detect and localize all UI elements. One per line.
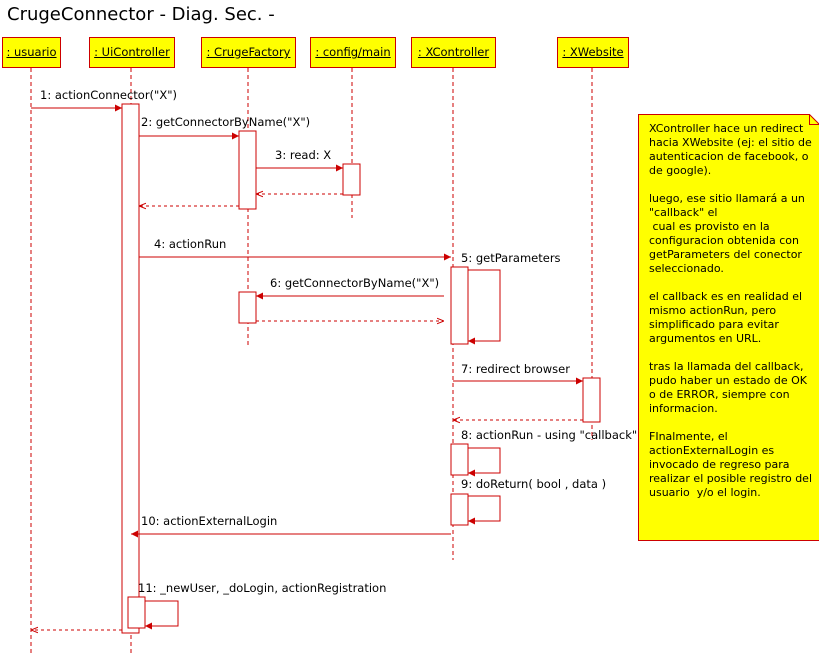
message-5-arrow [468,269,501,345]
participant-xwebsite: : XWebsite [557,37,629,68]
message-5-label: 5: getParameters [461,251,561,265]
activation-config-main [342,163,361,196]
message-8-arrow [468,447,501,477]
message-4-label: 4: actionRun [154,237,226,251]
message-7-label: 7: redirect browser [461,362,570,376]
message-11-arrow [145,600,179,630]
participant-xcontroller: : XController [411,37,496,68]
note-paragraph: luego, ese sitio llamará a un "callback"… [649,192,805,275]
participant-uicontroller: : UiController [89,37,175,68]
activation-crugefactory-2 [238,291,257,324]
activation-uicontroller [121,103,140,634]
message-9-label: 9: doReturn( bool , data ) [461,477,606,491]
note-paragraph: tras la llamada del callback, pudo haber… [649,360,811,415]
note-paragraph: XController hace un redirect hacia XWebs… [649,122,816,177]
activation-xcontroller-return [450,493,469,526]
note-shape [638,114,819,541]
diagram-title: CrugeConnector - Diag. Sec. - [7,4,275,25]
message-3-label: 3: read: X [275,148,331,162]
note-paragraph: FInalmente, el actionExternalLogin es in… [649,430,816,499]
activation-xwebsite [582,377,601,423]
participant-crugefactory: : CrugeFactory [201,37,296,68]
message-1-label: 1: actionConnector("X") [40,88,177,102]
activation-xcontroller-callback [450,443,469,476]
participant-config-main: : config/main [310,37,396,68]
note: XController hace un redirect hacia XWebs… [638,114,819,541]
message-9-arrow [468,495,501,525]
note-paragraph: el callback es en realidad el mismo acti… [649,290,806,345]
message-8-label: 8: actionRun - using "callback" [461,428,637,442]
activations [121,103,601,634]
participant-usuario: : usuario [2,37,61,68]
message-10-label: 10: actionExternalLogin [141,514,277,528]
activation-crugefactory-1 [238,130,257,210]
message-2-label: 2: getConnectorByName("X") [141,115,310,129]
message-6-label: 6: getConnectorByName("X") [270,276,439,290]
message-11-label: 11: _newUser, _doLogin, actionRegistrati… [138,581,386,595]
activation-xcontroller [450,266,469,345]
activation-uicontroller-self [127,596,146,629]
message-labels: 1: actionConnector("X") 2: getConnectorB… [40,88,637,595]
message-arrows [31,104,583,630]
